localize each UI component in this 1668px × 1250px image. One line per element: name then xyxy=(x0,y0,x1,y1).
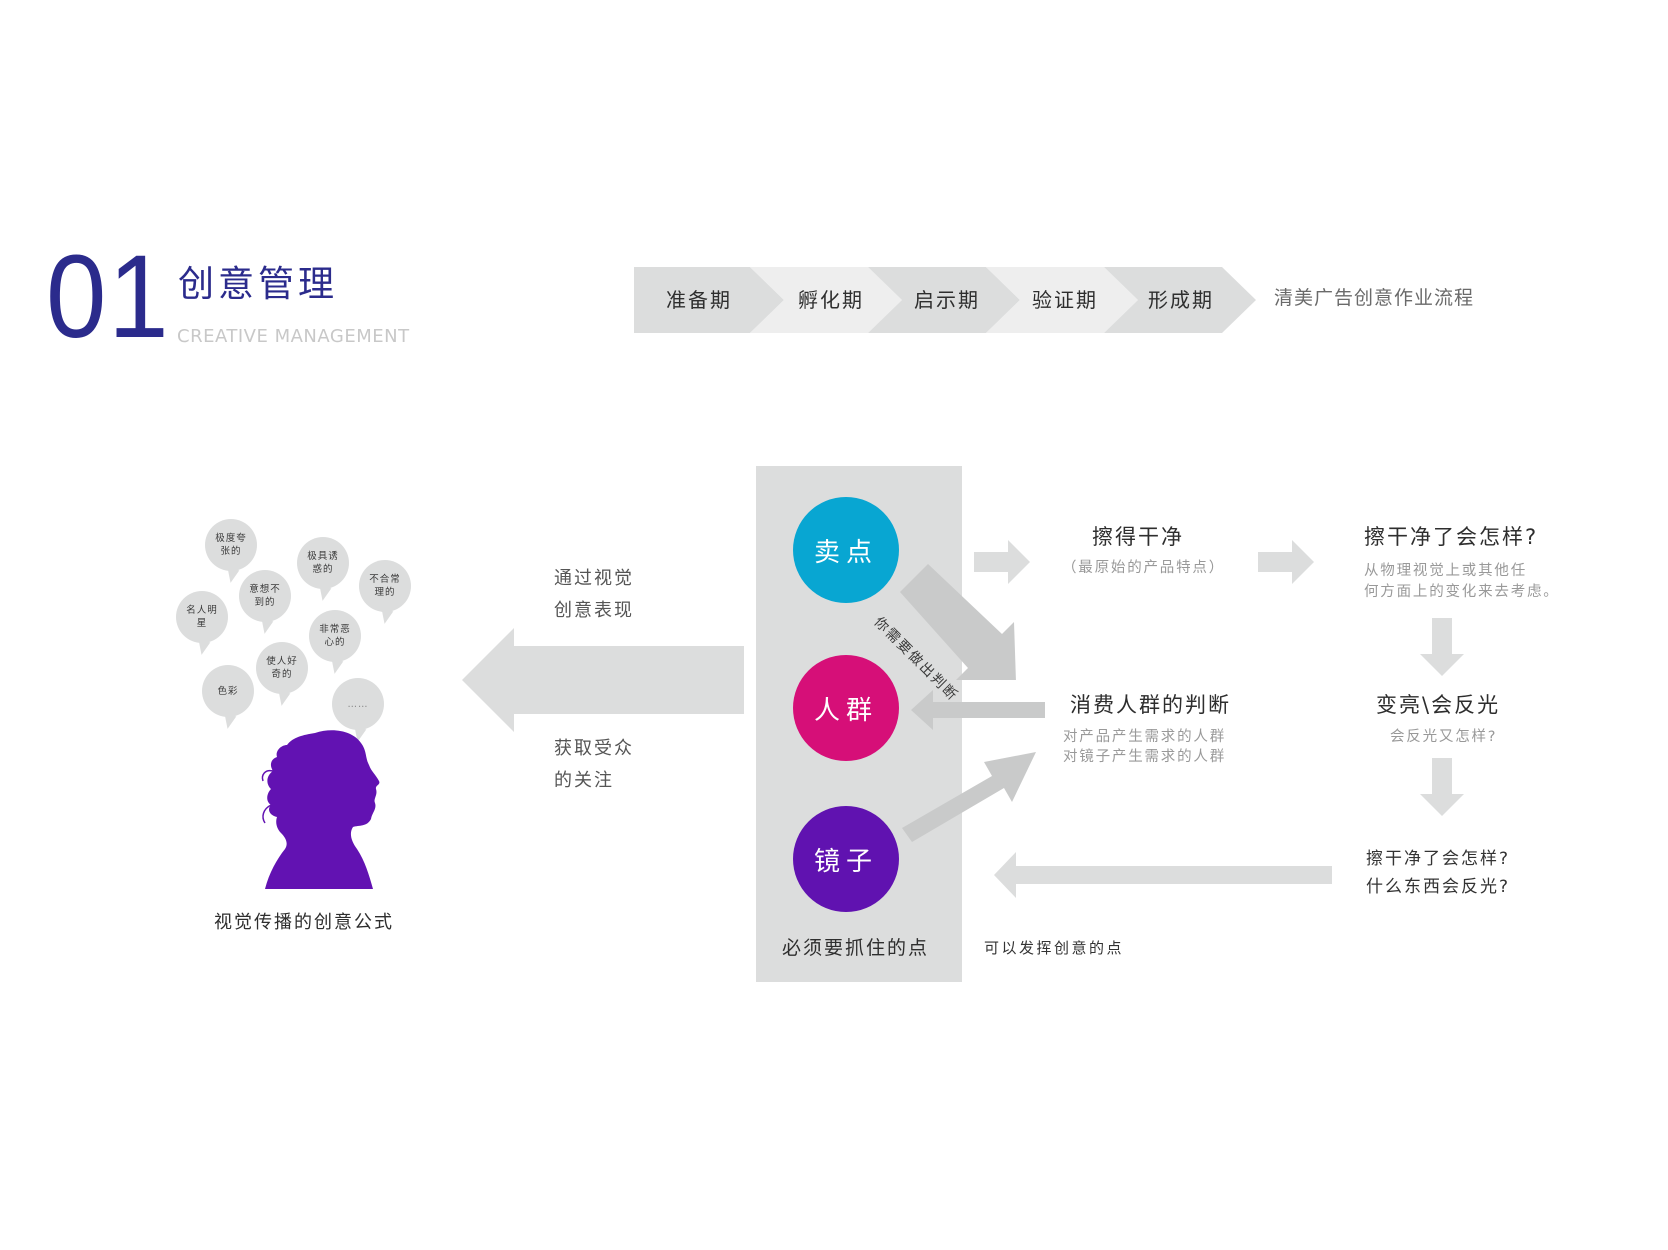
diagonal-down-arrow-icon xyxy=(900,560,1030,684)
center-caption: 必须要抓住的点 xyxy=(782,937,930,959)
left-arrow-audience-icon xyxy=(911,690,1045,734)
node-audience-title: 消费人群的判断 xyxy=(1070,693,1231,717)
down-arrow-2-icon xyxy=(1420,758,1464,820)
node-clean-subtitle: （最原始的产品特点） xyxy=(1062,560,1225,576)
process-step-label: 准备期 xyxy=(666,288,732,312)
page-title: 创意管理 xyxy=(178,264,339,305)
node-after-clean-line2: 何方面上的变化来去考虑。 xyxy=(1364,584,1560,600)
thought-bubble: 非常恶心的 xyxy=(309,610,361,662)
diagonal-up-arrow-icon xyxy=(900,748,1040,852)
audience-circle: 人群 xyxy=(793,655,899,761)
section-number: 01 xyxy=(46,231,171,363)
process-step-3: 启示期 xyxy=(868,267,1020,333)
node-audience-line1: 对产品产生需求的人群 xyxy=(1063,729,1226,745)
arrow-bottom-text: 获取受众 的关注 xyxy=(554,738,634,791)
node-reflect-title: 变亮\会反光 xyxy=(1376,693,1501,717)
process-caption: 清美广告创意作业流程 xyxy=(1274,287,1475,309)
left-caption: 视觉传播的创意公式 xyxy=(214,912,394,933)
node-after-clean-line1: 从物理视觉上或其他任 xyxy=(1364,563,1527,579)
mirror-circle: 镜子 xyxy=(793,806,899,912)
process-step-label: 验证期 xyxy=(1032,288,1098,312)
thought-bubble: 极度夸张的 xyxy=(205,519,257,571)
side-caption: 可以发挥创意的点 xyxy=(984,939,1125,957)
selling-point-circle: 卖点 xyxy=(793,497,899,603)
down-arrow-1-icon xyxy=(1420,618,1464,680)
node-question-line1: 擦干净了会怎样? xyxy=(1366,849,1511,869)
process-step-label: 启示期 xyxy=(914,288,980,312)
thought-bubble: 极具诱惑的 xyxy=(297,537,349,589)
thought-bubble: 名人明星 xyxy=(176,591,228,643)
node-clean-title: 擦得干净 xyxy=(1092,525,1184,549)
thought-bubble: 不合常理的 xyxy=(359,560,411,612)
process-step-4: 验证期 xyxy=(986,267,1138,333)
node-reflect-subtitle: 会反光又怎样? xyxy=(1390,729,1498,745)
long-left-arrow-icon xyxy=(994,852,1334,902)
page-subtitle: CREATIVE MANAGEMENT xyxy=(177,326,410,347)
process-step-label: 孵化期 xyxy=(798,288,864,312)
big-left-arrow-icon xyxy=(462,628,744,736)
thought-bubble: 使人好奇的 xyxy=(256,642,308,694)
node-audience-line2: 对镜子产生需求的人群 xyxy=(1063,749,1226,765)
process-step-5: 形成期 xyxy=(1104,267,1256,333)
right-arrow-1-icon xyxy=(974,540,1030,588)
process-step-2: 孵化期 xyxy=(750,267,902,333)
process-step-label: 形成期 xyxy=(1148,288,1214,312)
woman-silhouette-icon xyxy=(255,725,385,894)
arrow-top-text: 通过视觉 创意表现 xyxy=(554,568,634,621)
node-after-clean-title: 擦干净了会怎样? xyxy=(1364,525,1539,549)
thought-bubble: …… xyxy=(332,678,384,730)
thought-bubble: 意想不到的 xyxy=(239,570,291,622)
thought-bubble: 色彩 xyxy=(202,665,254,717)
process-step-1: 准备期 xyxy=(634,267,784,333)
node-question-line2: 什么东西会反光? xyxy=(1366,877,1511,897)
right-arrow-2-icon xyxy=(1258,540,1314,588)
process-flow: 准备期 孵化期 启示期 验证期 形成期 xyxy=(634,267,1256,333)
